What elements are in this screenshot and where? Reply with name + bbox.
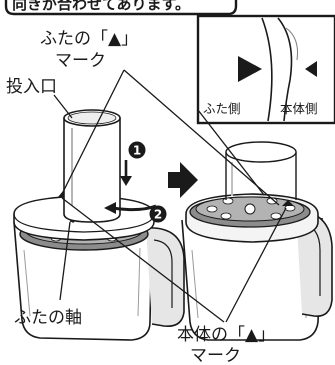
step-1-badge: 1 <box>128 141 146 159</box>
body-triangle-mark-icon <box>282 200 294 206</box>
inlet-label: 投入口 <box>6 77 57 97</box>
lid-shaft-label: ふたの軸 <box>14 308 82 328</box>
step-2-badge: 2 <box>149 205 167 223</box>
body-mark-label-line2: マーク <box>190 346 241 365</box>
right-bowl <box>181 209 333 341</box>
body-triangle-icon <box>305 61 317 77</box>
top-caption-text: 向きが合わせてあります。 <box>12 0 190 13</box>
body-mark-label-line1: 本体の「▲」 <box>177 325 275 345</box>
inset-body-side-label: 本体側 <box>280 101 318 116</box>
step-2-number: 2 <box>154 208 162 222</box>
step-1-number: 1 <box>133 144 141 158</box>
leader-lines <box>53 69 287 323</box>
lid-mark-label-line1: ふたの「▲」 <box>40 29 138 49</box>
lid-mark-label-line2: マーク <box>55 51 106 71</box>
top-caption-box: 向きが合わせてあります。 <box>4 0 238 16</box>
inset-callout: ふた側 本体側 <box>196 14 335 125</box>
body-edge-line <box>277 17 293 122</box>
inset-lid-side-label: ふた側 <box>203 101 241 116</box>
feed-tube <box>63 109 121 223</box>
lid-triangle-icon <box>238 56 262 82</box>
step-arrows <box>104 160 157 214</box>
lid-edge-line <box>261 17 273 122</box>
transition-arrow-icon <box>168 162 198 198</box>
right-lid <box>185 141 319 243</box>
